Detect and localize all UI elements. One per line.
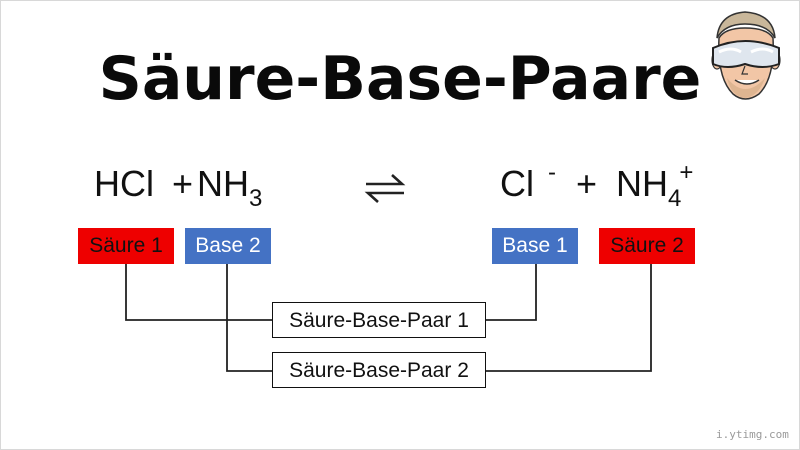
pair1-right-line	[486, 264, 537, 321]
pair1-left-line	[125, 264, 272, 321]
equilibrium-arrows-icon	[364, 174, 406, 203]
reactant-hcl: HCl	[94, 163, 154, 204]
cl-main: Cl	[500, 163, 534, 204]
pair-box-1: Säure-Base-Paar 1	[272, 302, 486, 338]
nh4-main: NH	[616, 163, 668, 204]
label-acid-2: Säure 2	[599, 228, 695, 264]
image-credit: i.ytimg.com	[716, 428, 789, 441]
avatar-cartoon-face	[711, 11, 781, 100]
slide-title: Säure-Base-Paare	[98, 44, 702, 114]
cl-superscript: -	[548, 159, 556, 186]
product-nh4-plus: NH4+	[616, 159, 694, 211]
nh3-main: NH	[197, 163, 249, 204]
reactant-nh3: NH3	[197, 162, 262, 211]
pair2-left-line	[226, 264, 272, 372]
nh4-subscript: 4	[668, 185, 682, 212]
nh3-subscript: 3	[249, 185, 263, 212]
label-base-1: Base 1	[492, 228, 578, 264]
product-cl-minus: Cl-	[500, 159, 556, 206]
pair-box-2: Säure-Base-Paar 2	[272, 352, 486, 388]
nh4-superscript: +	[679, 159, 694, 186]
plus-sign-left: +	[172, 163, 194, 204]
label-acid-1: Säure 1	[78, 228, 174, 264]
pair2-right-line	[486, 264, 652, 372]
label-base-2: Base 2	[185, 228, 271, 264]
plus-sign-right: +	[576, 163, 598, 204]
